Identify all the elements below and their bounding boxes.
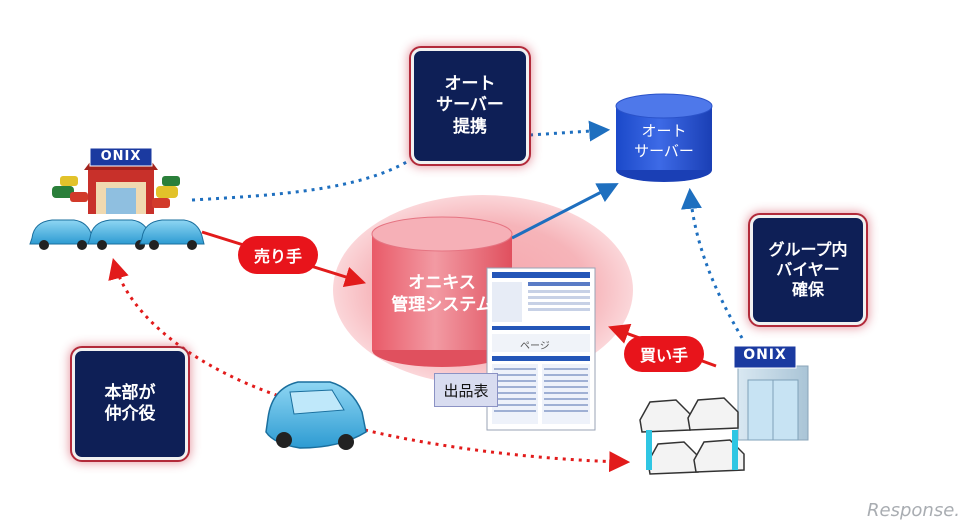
document-page-label: ページ	[520, 341, 550, 352]
mediation-path	[364, 428, 631, 473]
buyer-badge: 買い手	[624, 336, 704, 372]
buyer-box-line1: グループ内	[768, 240, 848, 259]
partner-box-line2: サーバー	[436, 95, 504, 116]
buyer-box-line2: バイヤー	[776, 260, 840, 279]
buyer-cars	[639, 397, 745, 475]
onix-system-db-line2: 管理システム	[391, 295, 493, 316]
hq-box-line2: 仲介役	[104, 404, 156, 424]
buyer-to-server-connector	[680, 187, 744, 339]
auto-server-partnership-box: オート サーバー 提携	[411, 48, 529, 164]
seller-badge: 売り手	[238, 236, 318, 274]
auto-server-database	[615, 93, 713, 182]
buyer-store-sign: ONIX	[743, 347, 787, 363]
listing-document	[486, 267, 596, 431]
seller-store-sign: ONIX	[100, 149, 142, 164]
hq-mediator-box: 本部が 仲介役	[72, 348, 188, 460]
buyer-building	[733, 345, 809, 441]
onix-system-db-line1: オニキス	[408, 273, 476, 293]
group-buyer-box: グループ内 バイヤー 確保	[750, 215, 866, 325]
auto-server-db-label: オート サーバー	[616, 122, 712, 161]
auto-server-db-line1: オート	[641, 122, 687, 140]
response-watermark: Response.	[867, 500, 960, 521]
hq-box-line1: 本部が	[104, 382, 156, 403]
seller-dealership	[29, 147, 205, 250]
onix-system-db-label: オニキス 管理システム	[372, 272, 512, 316]
partner-box-line1: オート	[444, 74, 496, 95]
buyer-box-line3: 確保	[791, 280, 824, 299]
store-to-partner-connector	[191, 158, 411, 202]
partner-to-server-connector	[529, 120, 611, 142]
listing-label: 出品表	[434, 373, 498, 407]
system-to-server-arrow	[511, 183, 619, 240]
auto-server-db-line2: サーバー	[634, 141, 694, 160]
partner-box-line3: 提携	[453, 116, 487, 137]
traded-car	[265, 381, 367, 450]
mediation-return-path	[108, 257, 286, 400]
